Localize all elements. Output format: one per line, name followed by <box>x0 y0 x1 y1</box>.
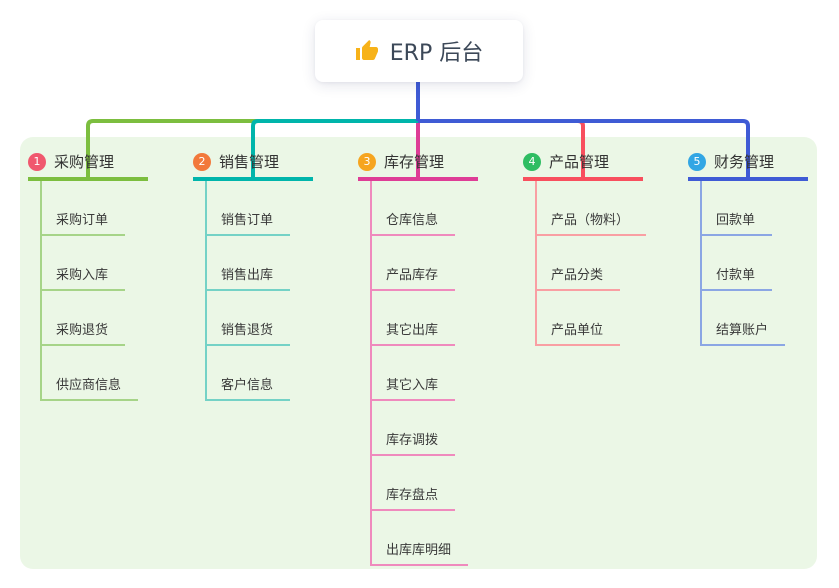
branch-title[interactable]: 3 库存管理 <box>358 150 478 181</box>
sub-item[interactable]: 销售订单 <box>207 181 291 236</box>
branch-title[interactable]: 2 销售管理 <box>193 150 313 181</box>
sub-item[interactable]: 客户信息 <box>207 346 291 401</box>
branch-sub-list: 回款单付款单结算账户 <box>700 181 786 346</box>
sub-item[interactable]: 采购退货 <box>42 291 126 346</box>
branch-column-2: 2 销售管理 销售订单销售出库销售退货客户信息 <box>193 150 313 401</box>
sub-item[interactable]: 其它出库 <box>372 291 456 346</box>
sub-item[interactable]: 付款单 <box>702 236 773 291</box>
sub-item[interactable]: 供应商信息 <box>42 346 139 401</box>
branch-column-1: 1 采购管理 采购订单采购入库采购退货供应商信息 <box>28 150 148 401</box>
branch-label: 库存管理 <box>384 153 445 171</box>
branch-sub-list: 采购订单采购入库采购退货供应商信息 <box>40 181 139 401</box>
sub-item[interactable]: 采购订单 <box>42 181 126 236</box>
sub-item[interactable]: 产品（物料） <box>537 181 647 236</box>
branch-sub-list: 产品（物料）产品分类产品单位 <box>535 181 647 346</box>
branch-title[interactable]: 5 财务管理 <box>688 150 808 181</box>
sub-item[interactable]: 出库库明细 <box>372 511 469 566</box>
branch-label: 财务管理 <box>714 153 775 171</box>
branch-number-badge: 3 <box>358 152 376 171</box>
sub-item[interactable]: 产品分类 <box>537 236 621 291</box>
sub-item[interactable]: 销售退货 <box>207 291 291 346</box>
branch-sub-list: 仓库信息产品库存其它出库其它入库库存调拨库存盘点出库库明细 <box>370 181 469 566</box>
branch-label: 销售管理 <box>219 153 280 171</box>
branch-column-3: 3 库存管理 仓库信息产品库存其它出库其它入库库存调拨库存盘点出库库明细 <box>358 150 478 566</box>
sub-item[interactable]: 仓库信息 <box>372 181 456 236</box>
branch-number-badge: 2 <box>193 152 211 171</box>
sub-item[interactable]: 采购入库 <box>42 236 126 291</box>
sub-item[interactable]: 回款单 <box>702 181 773 236</box>
sub-item[interactable]: 库存调拨 <box>372 401 456 456</box>
branches-background-panel <box>20 137 817 569</box>
sub-item[interactable]: 结算账户 <box>702 291 786 346</box>
branch-label: 采购管理 <box>54 153 115 171</box>
sub-item[interactable]: 库存盘点 <box>372 456 456 511</box>
sub-item[interactable]: 其它入库 <box>372 346 456 401</box>
branch-number-badge: 5 <box>688 152 706 171</box>
root-node-label: ERP 后台 <box>389 41 484 66</box>
sub-item[interactable]: 产品库存 <box>372 236 456 291</box>
branch-title[interactable]: 4 产品管理 <box>523 150 643 181</box>
sub-item[interactable]: 产品单位 <box>537 291 621 346</box>
branch-column-4: 4 产品管理 产品（物料）产品分类产品单位 <box>523 150 647 346</box>
thumbs-up-icon <box>355 39 379 63</box>
branch-sub-list: 销售订单销售出库销售退货客户信息 <box>205 181 291 401</box>
branch-column-5: 5 财务管理 回款单付款单结算账户 <box>688 150 808 346</box>
sub-item[interactable]: 销售出库 <box>207 236 291 291</box>
root-node-erp-backend[interactable]: ERP 后台 <box>315 20 523 82</box>
branch-label: 产品管理 <box>549 153 610 171</box>
branch-number-badge: 4 <box>523 152 541 171</box>
branch-title[interactable]: 1 采购管理 <box>28 150 148 181</box>
branch-number-badge: 1 <box>28 152 46 171</box>
